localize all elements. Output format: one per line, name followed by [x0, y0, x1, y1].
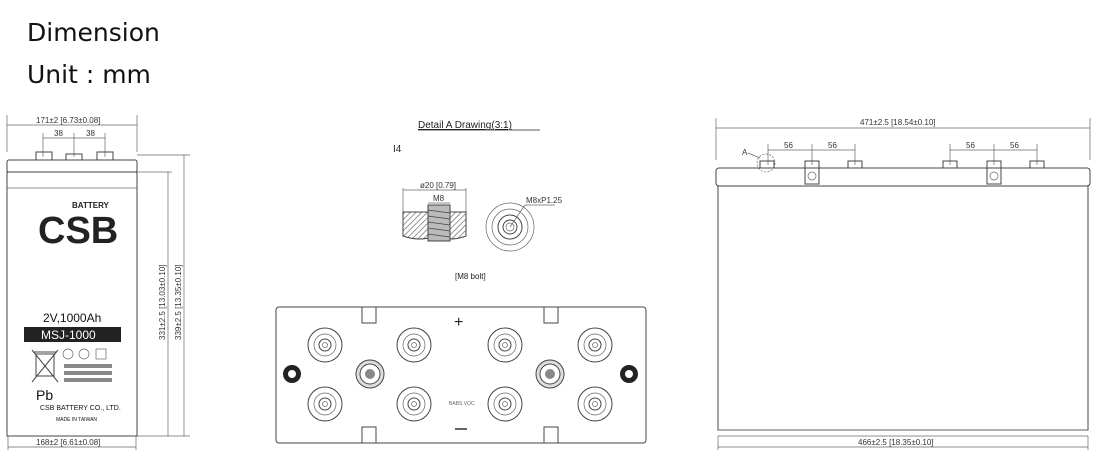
diagram-title: Dimension	[27, 18, 160, 47]
detail-marker: I4	[393, 144, 402, 155]
top-view: + BABS VOC	[275, 306, 647, 444]
detail-m8-label: M8	[433, 194, 445, 203]
front-spacing-1: 56	[784, 141, 793, 150]
front-body	[717, 185, 1089, 431]
side-spacing-right-label: 38	[86, 129, 95, 138]
detail-thread-label: M8xP1.25	[526, 196, 563, 205]
detail-title: Detail A Drawing(3:1)	[418, 120, 512, 131]
csb-logo-side: CSB	[38, 210, 118, 252]
unit-label: Unit : mm	[27, 60, 151, 89]
front-view: 471±2.5 [18.54±0.10] 56 56 56 56 A	[715, 118, 1091, 450]
front-spacing-4: 56	[1010, 141, 1019, 150]
front-top-width-label: 471±2.5 [18.54±0.10]	[860, 118, 936, 127]
pb-symbol: Pb	[36, 387, 53, 403]
side-lid	[6, 159, 138, 173]
side-view: 171±2 [6.73±0.08] 38 38 CSB BATTERY 2V,1…	[6, 115, 190, 450]
vent-caps	[355, 359, 565, 389]
front-callout-a: A	[742, 148, 748, 157]
detail-bolt-label: [M8 bolt]	[455, 272, 486, 281]
side-total-height-label: 339±2.5 [13.35±0.10]	[174, 264, 183, 340]
detail-a-drawing: Detail A Drawing(3:1) I4 ø20 [0.79] M8 M…	[393, 120, 563, 281]
front-lid	[715, 167, 1091, 187]
side-spacing-left-label: 38	[54, 129, 63, 138]
side-top-width-label: 171±2 [6.73±0.08]	[36, 116, 100, 125]
side-bottom-width-label: 168±2 [6.61±0.08]	[36, 438, 100, 447]
side-terminal-left	[35, 151, 53, 161]
side-body	[6, 171, 138, 437]
front-spacing-2: 56	[828, 141, 837, 150]
side-body-height-label: 331±2.5 [13.03±0.10]	[158, 264, 167, 340]
recycle-symbols	[62, 348, 112, 382]
front-terminals	[759, 160, 1045, 169]
detail-diameter-label: ø20 [0.79]	[420, 181, 456, 190]
csb-logo-top-left	[283, 365, 301, 383]
bolt-thread	[427, 204, 451, 242]
top-view-outline	[275, 306, 647, 444]
side-origin-text: MADE IN TAIWAN	[56, 417, 97, 423]
front-spacing-3: 56	[966, 141, 975, 150]
csb-logo-top-right	[620, 365, 638, 383]
crossed-bin-icon	[31, 349, 59, 383]
side-rating-text: 2V,1000Ah	[43, 311, 101, 325]
front-bottom-width-label: 466±2.5 [18.35±0.10]	[858, 438, 934, 447]
side-model-text: MSJ-1000	[41, 328, 96, 342]
top-view-plus: +	[454, 314, 463, 331]
side-brand-text: BATTERY	[72, 201, 110, 210]
model-label-bar	[24, 327, 121, 342]
top-view-terminals	[307, 327, 613, 422]
front-vent-right	[986, 167, 1002, 185]
top-view-center-text: BABS VOC	[449, 401, 475, 407]
front-vent-left	[804, 167, 820, 185]
side-maker-text: CSB BATTERY CO., LTD.	[40, 405, 121, 412]
bolt-top-view	[485, 202, 555, 252]
